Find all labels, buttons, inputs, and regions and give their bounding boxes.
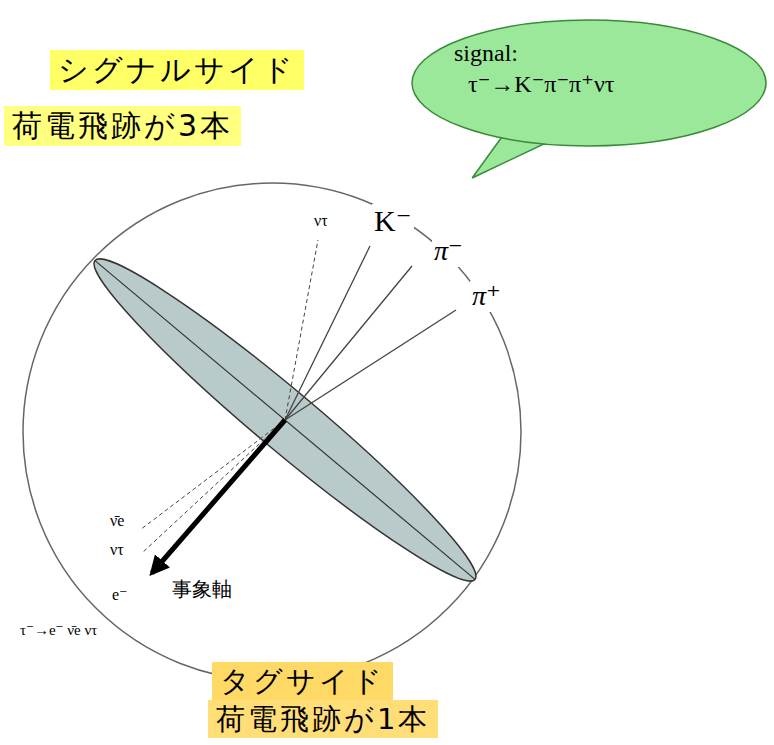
particle-label: e⁻	[110, 586, 130, 604]
highlight-box: 荷電飛跡が3本	[4, 106, 241, 146]
particle-label: ντ	[312, 212, 330, 230]
speech-bubble: signal:τ⁻→K⁻π⁻π⁺ντ	[410, 18, 768, 148]
hemisphere-plane	[76, 238, 495, 603]
neutrino-track	[140, 420, 285, 530]
particle-label: π⁻	[432, 236, 465, 267]
highlight-box: タグサイド	[212, 662, 393, 700]
axis-label: 事象軸	[170, 578, 234, 600]
side-label: タグサイド	[220, 663, 385, 699]
bubble-text: τ⁻→K⁻π⁻π⁺ντ	[468, 69, 748, 100]
side-label: 荷電飛跡が1本	[216, 701, 430, 737]
neutrino-track	[285, 240, 318, 420]
particle-label: K⁻	[372, 204, 414, 237]
bubble-text: signal:	[454, 38, 748, 69]
event-axis-arrow	[152, 420, 285, 573]
pion-track	[285, 310, 456, 420]
particle-label: ν̄e	[108, 512, 126, 530]
highlight-box: 荷電飛跡が1本	[208, 700, 438, 738]
decay-label: τ⁻→e⁻ ν̄e ντ	[18, 622, 99, 639]
detector-sphere	[23, 183, 521, 681]
particle-label: ντ	[108, 541, 126, 559]
side-label: 荷電飛跡が3本	[12, 107, 233, 145]
highlight-box: シグナルサイド	[50, 50, 304, 90]
pion-track	[285, 266, 412, 420]
neutrino-track	[142, 420, 285, 553]
bubble-ellipse	[412, 20, 766, 146]
side-label: シグナルサイド	[58, 51, 296, 89]
particle-label: π⁺	[470, 281, 503, 312]
plane-axis	[95, 261, 475, 580]
